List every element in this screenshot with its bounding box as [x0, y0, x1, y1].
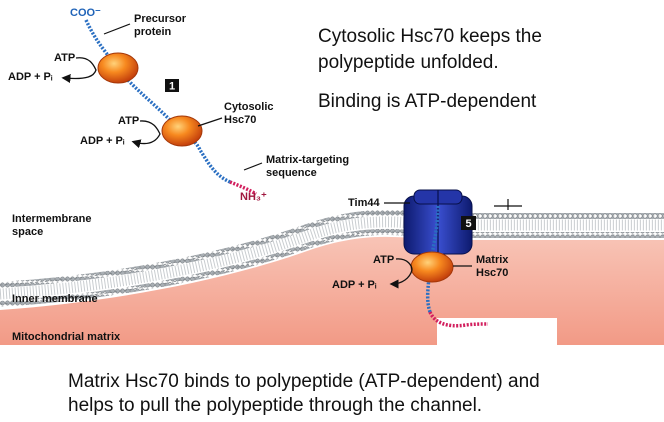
matrix-hsc70-line-1: Matrix	[476, 254, 509, 266]
cytosolic-hsc70-label: Cytosolic Hsc70	[224, 101, 277, 126]
intermembrane-space-label: Intermembrane space	[12, 213, 95, 238]
inner-membrane-label: Inner membrane	[12, 293, 98, 305]
step-1-label: 1	[169, 81, 175, 93]
note-line-3: Binding is ATP-dependent	[318, 91, 537, 112]
atp-mid-arrow	[131, 120, 161, 149]
adp-mid-label: ADP + Pᵢ	[80, 135, 125, 147]
adp-matrix-label: ADP + Pᵢ	[332, 279, 377, 291]
adp-top-label: ADP + Pᵢ	[8, 71, 53, 83]
nh3-label: NH₃⁺	[240, 191, 267, 203]
caption: Matrix Hsc70 binds to polypeptide (ATP-d…	[68, 370, 658, 418]
tim44-label: Tim44	[348, 197, 380, 209]
precursor-protein-line-1: Precursor	[134, 13, 187, 25]
mitochondrial-matrix-region	[0, 236, 664, 345]
atp-matrix-arrow	[389, 258, 413, 289]
cytosolic-hsc70	[161, 115, 203, 147]
cytosolic-hsc70-line-2: Hsc70	[224, 114, 256, 126]
matrix-hsc70	[410, 251, 454, 283]
atp-top-arrow	[61, 57, 97, 84]
polypeptide-chain-upper	[84, 19, 231, 184]
matrix-targeting-line-1: Matrix-targeting	[266, 154, 349, 166]
matrix-gap	[437, 318, 557, 348]
matrix-hsc70-label: Matrix Hsc70	[476, 254, 511, 279]
inner-membrane	[0, 209, 664, 307]
polypeptide-chain-end	[428, 311, 489, 328]
step-5-badge	[461, 216, 476, 230]
matrix-hsc70-line-2: Hsc70	[476, 267, 508, 279]
atp-top-label: ATP	[54, 52, 75, 64]
cytosolic-hsc70-line-1: Cytosolic	[224, 101, 274, 113]
step-5-label: 5	[465, 218, 471, 230]
polypeptide-chain-targeting	[229, 180, 257, 196]
mitochondrial-matrix-label: Mitochondrial matrix	[12, 331, 121, 343]
precursor-protein-label: Precursor protein	[134, 13, 189, 38]
polypeptide-chain-lower	[425, 205, 440, 313]
atp-mid-label: ATP	[118, 115, 139, 127]
note-line-2: polypeptide unfolded.	[318, 52, 499, 73]
note-line-1: Cytosolic Hsc70 keeps the	[318, 26, 542, 47]
matrix-targeting-line-2: sequence	[266, 167, 317, 179]
intermembrane-line-1: Intermembrane	[12, 213, 91, 225]
precursor-protein-line-2: protein	[134, 26, 172, 38]
step-1-badge	[165, 79, 179, 92]
caption-line-1: Matrix Hsc70 binds to polypeptide (ATP-d…	[68, 371, 540, 392]
coo-label: COO⁻	[70, 7, 101, 19]
intermembrane-line-2: space	[12, 226, 43, 238]
matrix-targeting-label: Matrix-targeting sequence	[266, 154, 352, 179]
atp-matrix-label: ATP	[373, 254, 394, 266]
caption-line-2: helps to pull the polypeptide through th…	[68, 395, 483, 416]
hsc70-top	[97, 52, 139, 84]
